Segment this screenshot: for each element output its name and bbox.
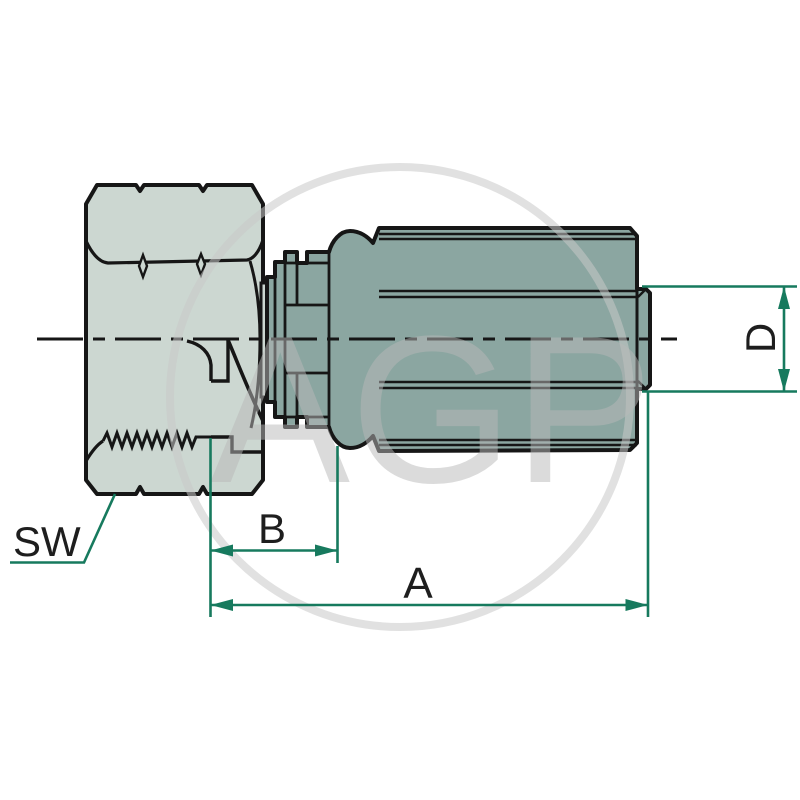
watermark-text: AGP <box>210 292 653 527</box>
ferrule-profile-lines <box>379 232 637 447</box>
nut-cutaway-section <box>186 339 265 454</box>
sw-leader-line <box>10 493 117 564</box>
thread-crest-mark <box>137 251 149 281</box>
arrow-a-right <box>625 599 648 611</box>
label-d: D <box>737 323 784 353</box>
arrow-d-down <box>778 369 790 392</box>
label-sw: SW <box>13 518 81 565</box>
dimension-arrowheads <box>210 286 790 611</box>
label-b: B <box>258 505 286 552</box>
arrow-b-left <box>210 544 233 557</box>
label-a: A <box>403 559 433 608</box>
arrow-d-up <box>778 286 790 309</box>
dimensioning <box>10 285 797 617</box>
watermark-circle <box>166 163 634 631</box>
arrow-b-right <box>315 544 338 557</box>
thread-zigzag <box>101 428 211 452</box>
arrow-a-left <box>210 599 233 611</box>
hose-tail-stub <box>635 288 647 390</box>
watermark: AGP <box>166 163 653 631</box>
